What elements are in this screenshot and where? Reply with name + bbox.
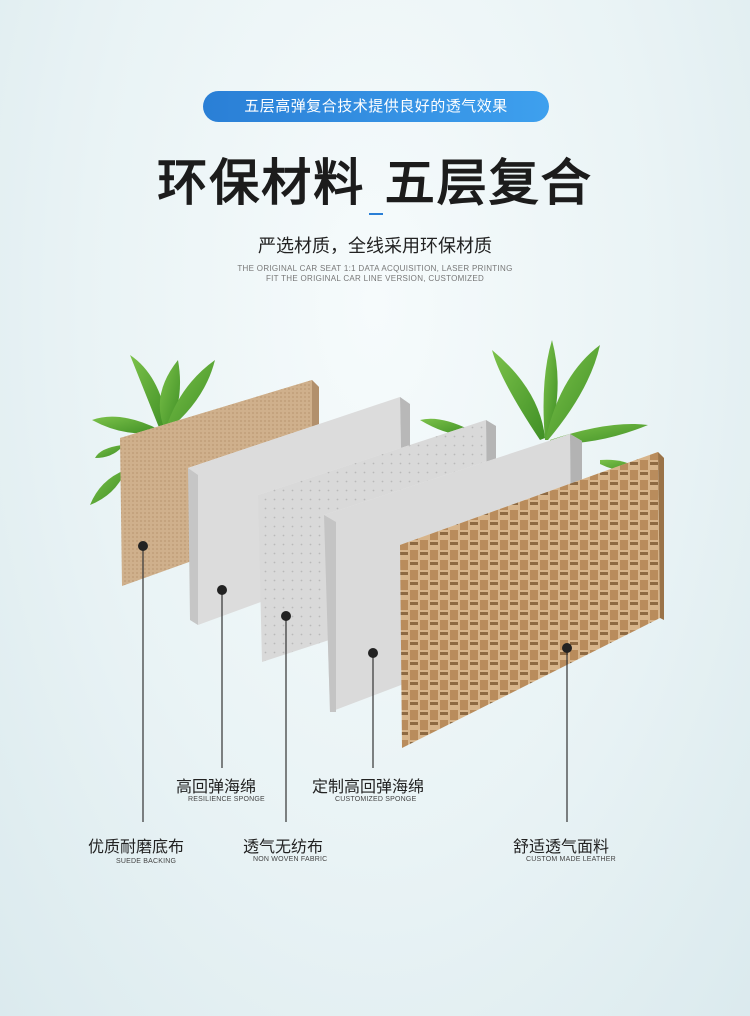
- callout-dot: [562, 643, 572, 653]
- tea-leaf-icon: [90, 355, 215, 505]
- label-non-woven-fabric-en: NON WOVEN FABRIC: [253, 856, 328, 863]
- callout-dot: [138, 541, 148, 551]
- label-suede-backing-en: SUEDE BACKING: [116, 858, 177, 865]
- label-non-woven-fabric: 透气无纺布: [243, 837, 324, 856]
- label-custom-leather: 舒适透气面料: [513, 837, 610, 856]
- english-tagline-2: FIT THE ORIGINAL CAR LINE VERSION, CUSTO…: [265, 274, 485, 283]
- label-resilience-sponge-en: RESILIENCE SPONGE: [188, 796, 265, 803]
- callout-dot: [368, 648, 378, 658]
- callout-dot: [217, 585, 227, 595]
- english-tagline-1: THE ORIGINAL CAR SEAT 1:1 DATA ACQUISITI…: [237, 264, 513, 273]
- custom-leather-layer: [400, 452, 664, 748]
- feature-badge: 五层高弹复合技术提供良好的透气效果: [203, 91, 549, 122]
- label-resilience-sponge: 高回弹海绵: [176, 777, 257, 796]
- title-divider: [369, 213, 383, 215]
- page-subtitle: 严选材质，全线采用环保材质: [258, 236, 492, 257]
- label-customized-sponge: 定制高回弹海绵: [312, 777, 425, 796]
- label-custom-leather-en: CUSTOM MADE LEATHER: [526, 856, 616, 863]
- page-title: 环保材料 五层复合: [157, 154, 593, 212]
- label-suede-backing: 优质耐磨底布: [88, 837, 185, 856]
- callout-dot: [281, 611, 291, 621]
- label-customized-sponge-en: CUSTOMIZED SPONGE: [335, 796, 417, 803]
